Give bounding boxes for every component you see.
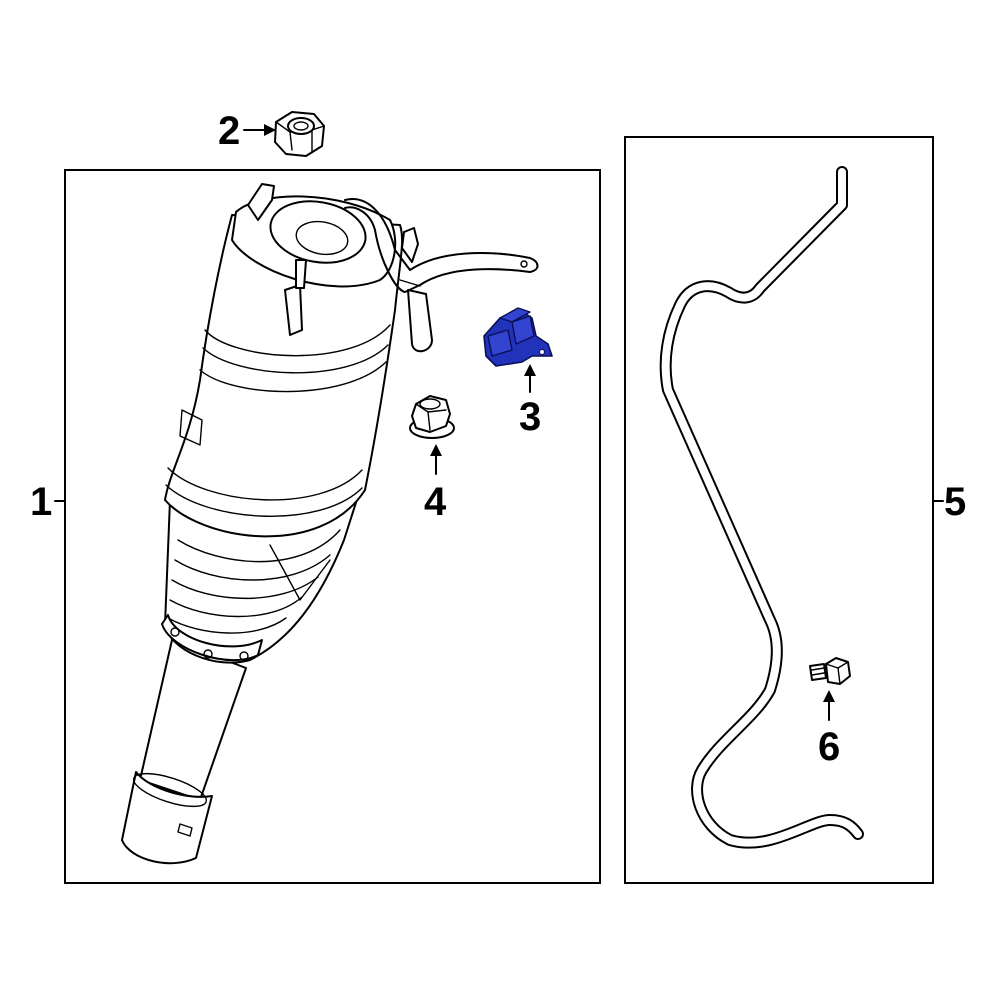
- callout-2-label: 2: [218, 109, 240, 153]
- arrow-6-icon: [823, 690, 835, 702]
- callout-3-label: 3: [519, 395, 541, 439]
- part-5-air-line[interactable]: [659, 166, 864, 849]
- part-1-air-strut[interactable]: [121, 183, 539, 865]
- part-2-nut[interactable]: [274, 111, 325, 157]
- part-3-bracket[interactable]: [483, 307, 553, 367]
- callout-1[interactable]: 1: [30, 480, 66, 524]
- callout-3[interactable]: 3: [519, 364, 541, 439]
- part-4-flange-nut[interactable]: [409, 395, 455, 439]
- arrow-3-icon: [524, 364, 536, 376]
- callout-2[interactable]: 2: [218, 109, 276, 153]
- arrow-4-icon: [430, 444, 442, 456]
- callout-5-label: 5: [944, 480, 966, 524]
- callout-1-label: 1: [30, 480, 52, 524]
- left-group-frame: [64, 169, 601, 884]
- callout-4-label: 4: [424, 480, 447, 524]
- arrow-2-icon: [264, 124, 276, 136]
- callout-5[interactable]: 5: [932, 480, 966, 524]
- part-6-bolt[interactable]: [809, 657, 851, 685]
- callout-4[interactable]: 4: [424, 444, 447, 524]
- right-group-frame: [624, 136, 934, 884]
- callout-6-label: 6: [818, 725, 840, 769]
- callout-6[interactable]: 6: [818, 690, 840, 769]
